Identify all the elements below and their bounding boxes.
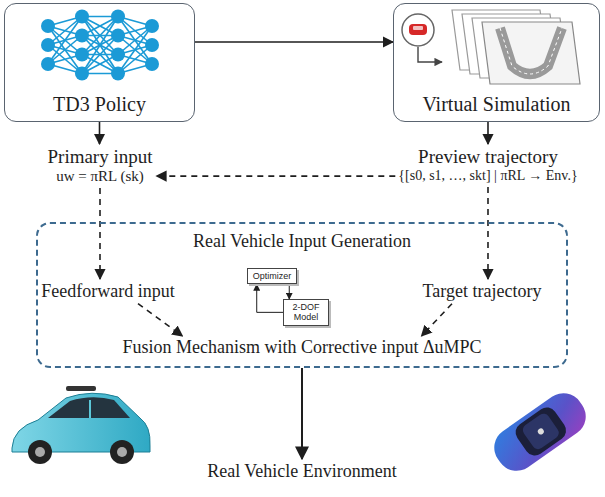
net-neuron [41, 57, 55, 71]
flow-arrow [418, 47, 442, 62]
net-neuron [145, 19, 159, 33]
net-neuron [111, 67, 125, 81]
flow-arrow [157, 175, 396, 177]
roof-sensor [537, 427, 545, 435]
car-window [413, 26, 423, 30]
node-formula: {[s0, s1, …, skt] | πRL → Env.} [398, 168, 577, 184]
model-box: 2-DOF Model [283, 299, 329, 326]
real-car-top [486, 385, 593, 478]
net-neuron [41, 19, 55, 33]
node-title: 2-DOF Model [289, 302, 323, 323]
optimizer-box: Optimizer [247, 268, 298, 284]
node-title: Feedforward input [41, 281, 174, 302]
track-frame [482, 22, 580, 84]
signal-block: Preview trajectory{[s0, s1, …, skt] | πR… [398, 146, 577, 184]
car-window [48, 397, 130, 418]
node-title: TD3 Policy [53, 93, 146, 116]
node-formula: uw = πRL (sk) [47, 168, 152, 185]
hub [35, 447, 45, 457]
flow-arrow [195, 41, 393, 43]
node-title: Real Vehicle Environment [207, 461, 397, 482]
net-link [82, 17, 118, 74]
input-label-node: Target trajectory [423, 281, 542, 302]
roof-glass [521, 411, 562, 451]
car-circle [402, 14, 434, 46]
net-neuron [75, 67, 89, 81]
node-title: Preview trajectory [398, 146, 577, 168]
net-neuron [75, 10, 89, 24]
flow-arrow [99, 188, 101, 279]
road-centerline [500, 28, 562, 74]
hub [117, 447, 127, 457]
flow-arrow [138, 304, 182, 336]
fusion-node: Fusion Mechanism with Corrective input Δ… [122, 337, 481, 358]
red-car [409, 24, 427, 35]
node-title: Target trajectory [423, 281, 542, 302]
car-roof [512, 403, 570, 459]
car-body [486, 385, 593, 478]
wheel [28, 440, 52, 464]
node-title: Fusion Mechanism with Corrective input Δ… [122, 337, 481, 358]
policy-box: TD3 Policy [4, 3, 195, 122]
flow-arrow [487, 187, 489, 279]
net-neuron [145, 38, 159, 52]
wheel [110, 440, 134, 464]
flow-arrow [487, 122, 489, 144]
flow-arrow [99, 122, 101, 144]
neural-network-icon [41, 10, 159, 81]
net-neuron [75, 29, 89, 43]
net-neuron [111, 10, 125, 24]
flow-arrow [289, 284, 290, 299]
node-title: Optimizer [253, 271, 292, 281]
input-label-node: Feedforward input [41, 281, 174, 302]
net-neuron [111, 48, 125, 62]
node-title: Primary input [47, 146, 152, 168]
group-region: Real Vehicle Input GenerationFeedforward… [36, 222, 568, 368]
node-title: Real Vehicle Input Generation [38, 231, 566, 252]
roof-sensor [66, 386, 96, 391]
net-neuron [75, 48, 89, 62]
signal-block: Primary inputuw = πRL (sk) [47, 146, 152, 185]
net-neuron [145, 57, 159, 71]
flow-arrow [301, 368, 303, 459]
flow-arrow [257, 284, 283, 312]
net-neuron [41, 38, 55, 52]
net-link [82, 17, 118, 74]
environment-node: Real Vehicle Environment [207, 461, 397, 482]
node-title: Virtual Simulation [422, 93, 570, 116]
flow-arrow [422, 304, 452, 336]
real-car-side [12, 386, 150, 464]
road-track [500, 28, 562, 74]
net-neuron [111, 29, 125, 43]
window-pillar [89, 400, 91, 418]
simulation-box: Virtual Simulation [393, 3, 600, 122]
simulation-icon [402, 10, 580, 84]
